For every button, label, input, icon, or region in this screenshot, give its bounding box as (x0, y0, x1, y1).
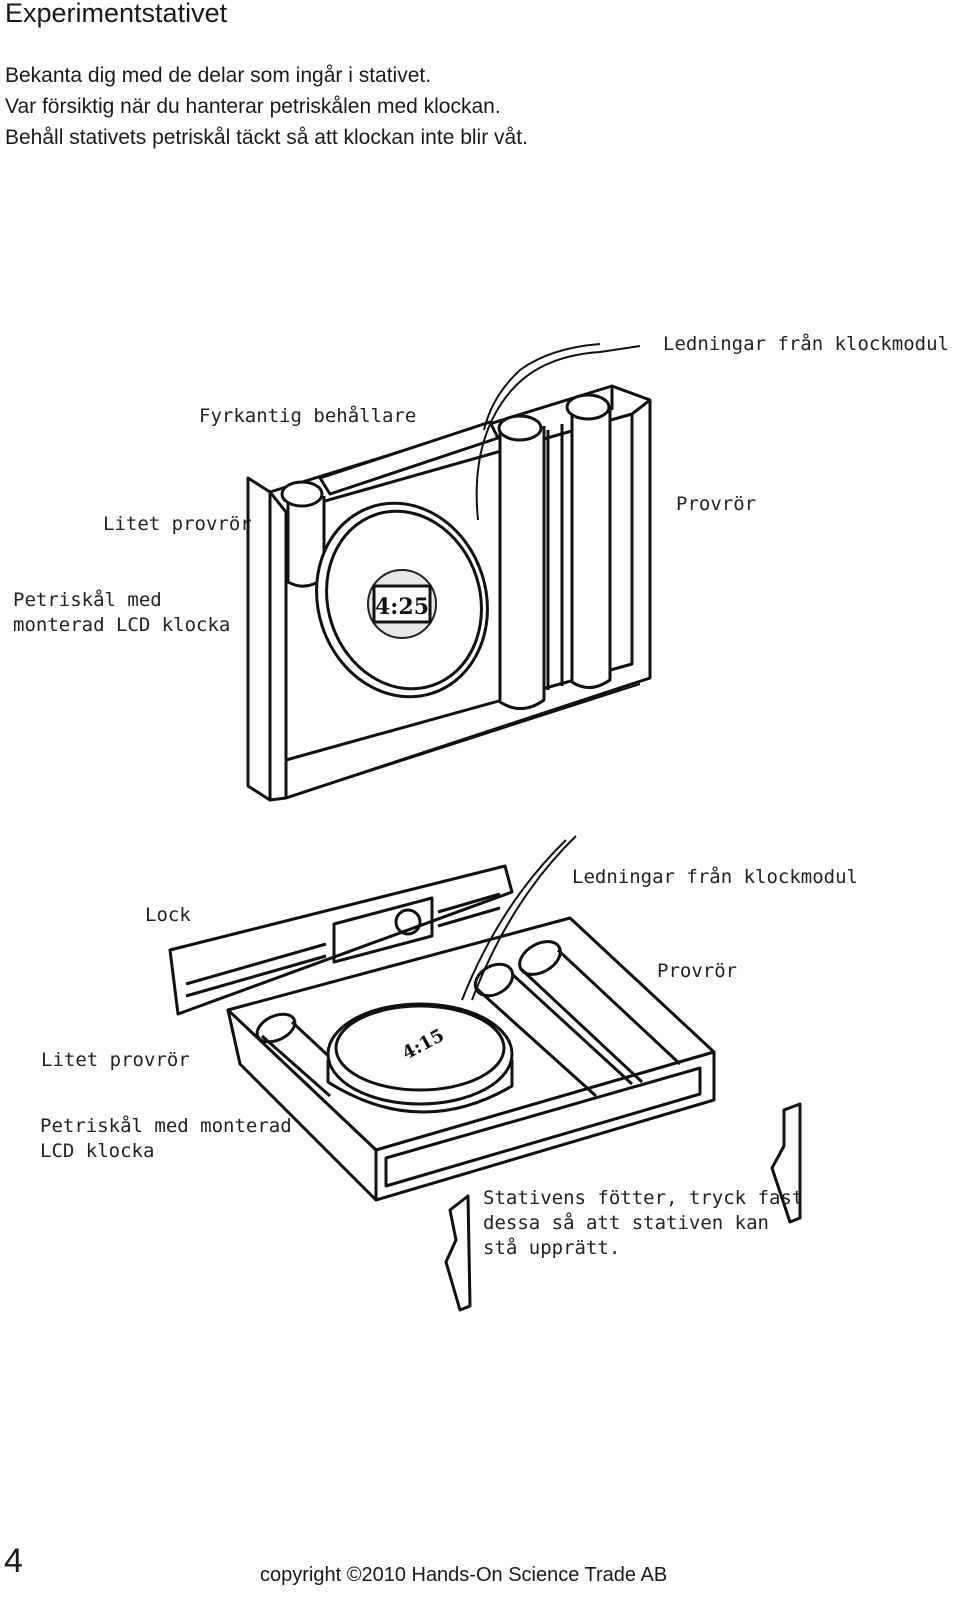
label-petri-bottom-2: LCD klocka (40, 1140, 155, 1162)
label-petri-bottom-1: Petriskål med monterad (40, 1115, 292, 1137)
label-tube-bottom: Provrör (657, 960, 738, 982)
copyright-notice: copyright ©2010 Hands-On Science Trade A… (260, 1564, 668, 1586)
label-small-tube-bottom: Litet provrör (41, 1049, 190, 1071)
page-number: 4 (4, 1542, 23, 1580)
label-lid: Lock (145, 904, 191, 926)
label-small-tube-top: Litet provrör (103, 513, 252, 535)
intro-line: Bekanta dig med de delar som ingår i sta… (5, 64, 432, 87)
intro-text: Bekanta dig med de delar som ingår i sta… (5, 60, 528, 153)
label-petri-top-1: Petriskål med (13, 589, 162, 611)
label-square-container: Fyrkantig behållare (199, 405, 417, 427)
page-title: Experimentstativet (5, 0, 228, 28)
label-wires-top: Ledningar från klockmodul (663, 333, 949, 355)
clock-display-top: 4:25 (375, 594, 429, 620)
label-feet-1: Stativens fötter, tryck fast (483, 1187, 804, 1209)
intro-line: Var försiktig när du hanterar petriskåle… (5, 95, 501, 118)
label-tube-top: Provrör (676, 493, 757, 515)
label-feet-2: dessa så att stativen kan (483, 1212, 769, 1234)
label-wires-bottom: Ledningar från klockmodul (572, 866, 858, 888)
label-feet-3: stå upprätt. (483, 1237, 621, 1259)
intro-line: Behåll stativets petriskål täckt så att … (5, 126, 528, 149)
label-petri-top-2: monterad LCD klocka (13, 614, 231, 636)
